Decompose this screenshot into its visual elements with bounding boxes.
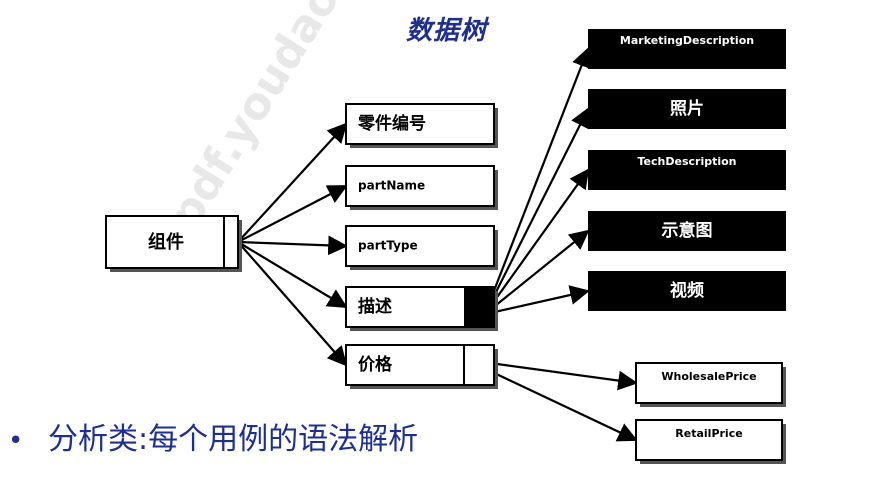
description-child-2	[588, 150, 786, 190]
root-to-field-arrow-0	[237, 122, 348, 243]
field-node-0-label: 零件编号	[357, 113, 426, 134]
field-node-0	[345, 103, 495, 145]
description-child-3-label: 示意图	[662, 220, 713, 241]
root-to-field-arrow-2	[237, 235, 348, 256]
root-to-field-arrow-3	[237, 241, 348, 309]
field-node-2-label: partType	[358, 239, 418, 253]
root-to-field-arrow-4	[237, 241, 348, 367]
description-child-4	[588, 271, 786, 311]
description-arrow-4	[489, 285, 590, 315]
field-node-1-label: partName	[358, 179, 425, 193]
description-child-3	[588, 211, 786, 251]
price-child-0	[635, 362, 783, 404]
description-child-1	[588, 89, 786, 129]
connector-lines	[237, 47, 638, 442]
field-node-4-label: 价格	[358, 354, 393, 375]
root-to-field-arrow-1	[237, 185, 348, 243]
price-arrow-0	[489, 361, 638, 391]
description-arrow-3	[489, 229, 590, 311]
description-arrow-2	[489, 168, 590, 308]
description-child-2-label: TechDescription	[638, 155, 737, 168]
field-node-2	[345, 225, 495, 267]
price-tab	[463, 344, 495, 386]
description-child-0-label: MarketingDescription	[620, 34, 754, 47]
bullet-text: 分析类:每个用例的语法解析	[48, 422, 419, 457]
price-child-1	[635, 419, 783, 461]
root-node-tab	[223, 215, 239, 269]
bullet-line: • 分析类:每个用例的语法解析	[8, 414, 418, 458]
field-node-3-label: 描述	[358, 296, 392, 317]
price-arrow-1	[489, 370, 638, 442]
description-child-1-label: 照片	[670, 98, 704, 119]
description-arrow-0	[488, 47, 591, 302]
description-tab	[464, 287, 494, 327]
description-child-4-label: 视频	[670, 280, 704, 301]
description-arrow-1	[489, 107, 589, 305]
price-child-1-label: RetailPrice	[675, 427, 742, 440]
bullet-dot-icon: •	[8, 426, 24, 456]
description-child-0	[588, 29, 786, 69]
diagram-title: 数据树	[406, 16, 488, 46]
field-node-1	[345, 165, 495, 207]
price-child-0-label: WholesalePrice	[661, 370, 756, 383]
root-node-label: 组件	[148, 231, 184, 253]
